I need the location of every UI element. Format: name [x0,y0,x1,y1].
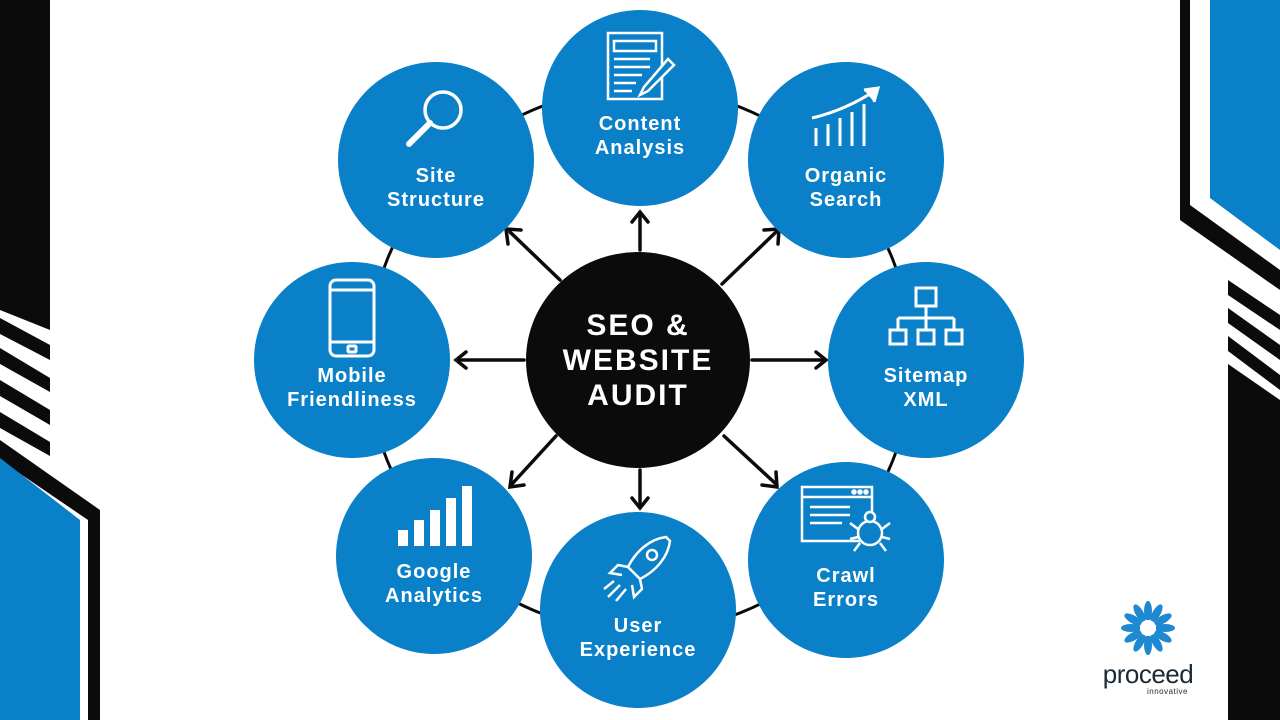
hub-line: SEO & [586,308,690,342]
bar-chart-icon [394,478,474,552]
logo-wordmark: proceed [1102,659,1194,689]
rocket-icon [598,532,678,606]
hub-line: WEBSITE [562,343,714,377]
logo-tagline: innovative [1146,687,1188,696]
smartphone-icon [324,278,380,358]
sitemap-icon [886,282,966,356]
hub-line: AUDIT [587,378,689,412]
browser-bug-icon [798,482,894,556]
logo-mark-icon [1121,601,1175,655]
magnifier-icon [401,82,471,156]
growth-chart-icon [806,82,886,156]
proceed-logo: proceed innovative [1098,600,1198,696]
hub-seo-website-audit: SEO & WEBSITE AUDIT [526,252,750,468]
document-edit-icon [602,30,678,104]
